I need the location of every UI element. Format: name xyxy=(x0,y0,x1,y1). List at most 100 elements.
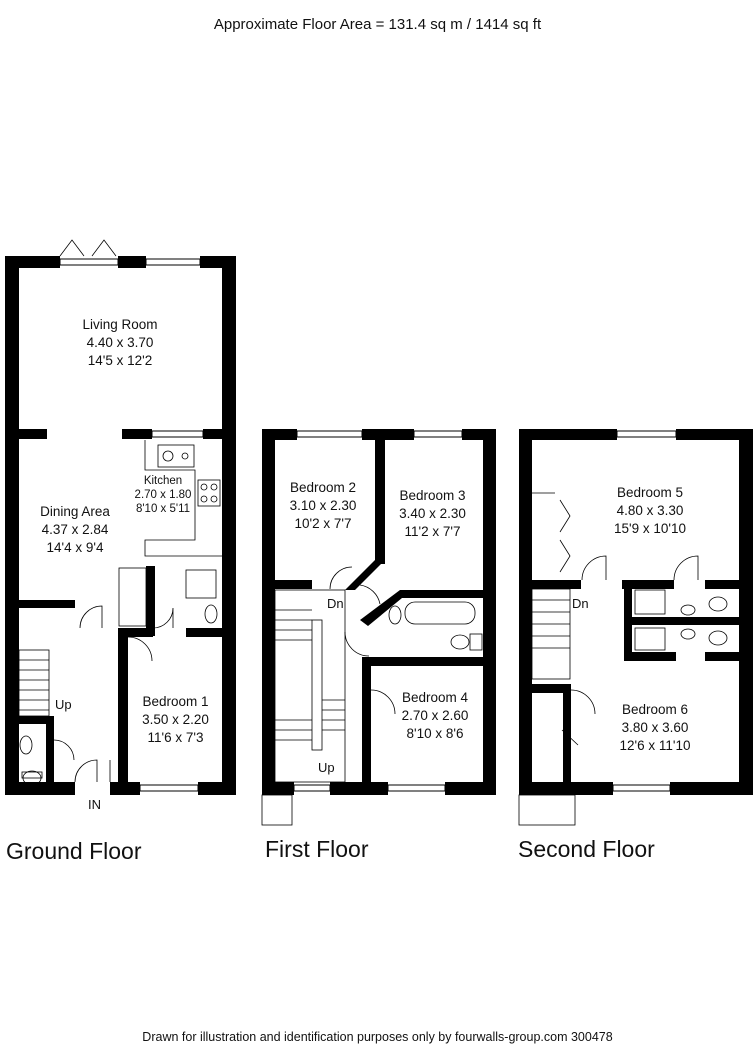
door-shower xyxy=(152,607,174,629)
second-stairs-down-label: Dn xyxy=(572,596,589,611)
window-bedroom4 xyxy=(387,784,446,792)
second-wall-bed6-left xyxy=(563,684,571,795)
first-wall-bottom-b xyxy=(330,782,388,795)
entrance-label: IN xyxy=(88,797,101,812)
second-porch-outline xyxy=(518,794,576,826)
first-floor-title: First Floor xyxy=(265,836,369,862)
second-wall-left xyxy=(519,429,532,795)
second-wall-ensuite-bottom-b xyxy=(705,652,753,661)
first-wall-top-b xyxy=(362,429,414,440)
room-living-name: Living Room xyxy=(82,317,158,332)
room-bedroom4: Bedroom 4 2.70 x 2.60 8'10 x 8'6 xyxy=(385,689,485,743)
ground-wall-top-right xyxy=(200,256,236,268)
room-bedroom2: Bedroom 2 3.10 x 2.30 10'2 x 7'7 xyxy=(274,479,372,533)
ground-wall-top-left xyxy=(5,256,60,268)
door-bedroom3 xyxy=(359,584,381,605)
second-wall-mid-a xyxy=(519,580,581,589)
room-living-imperial: 14'5 x 12'2 xyxy=(87,353,153,368)
windows xyxy=(59,258,677,792)
second-wall-ensuite-mid xyxy=(624,617,753,625)
french-door-left xyxy=(59,239,85,257)
room-bedroom2-metric: 3.10 x 2.30 xyxy=(289,498,357,513)
first-wall-bed4-left xyxy=(362,666,371,795)
window-bedroom3 xyxy=(413,430,463,438)
window-bedroom5 xyxy=(616,430,677,438)
room-bedroom6-imperial: 12'6 x 11'10 xyxy=(619,738,691,753)
ensuite-shower-a xyxy=(634,589,666,615)
room-dining-name: Dining Area xyxy=(40,504,110,519)
ground-wall-left xyxy=(5,256,19,795)
shower-basin xyxy=(204,604,218,624)
second-wall-top-a xyxy=(519,429,617,440)
second-wall-mid-c xyxy=(705,580,753,589)
ensuite-basin-a xyxy=(680,604,696,616)
ground-wall-living-left xyxy=(5,429,47,439)
door-ensuite xyxy=(673,555,699,581)
ensuite-basin-b xyxy=(680,628,696,640)
door-dining xyxy=(79,605,103,629)
ground-wall-right xyxy=(222,256,236,795)
second-wall-right xyxy=(739,429,753,795)
door-bath xyxy=(344,631,370,657)
first-stair-rail xyxy=(311,619,323,751)
room-bedroom2-name: Bedroom 2 xyxy=(289,480,357,495)
ground-wall-bottom-left xyxy=(5,782,75,795)
cupboard-door-second xyxy=(561,729,579,746)
door-bedroom1 xyxy=(127,636,153,662)
first-wall-bottom-c xyxy=(445,782,496,795)
room-bedroom4-metric: 2.70 x 2.60 xyxy=(401,708,469,723)
window-landing-first xyxy=(293,784,331,792)
door-bedroom6 xyxy=(570,689,596,715)
ground-wall-bottom-right xyxy=(198,782,236,795)
window-bedroom1 xyxy=(139,784,199,792)
ground-wall-bedroom1-top-b xyxy=(186,628,236,637)
first-basin xyxy=(388,605,402,625)
room-kitchen-metric: 2.70 x 1.80 xyxy=(134,489,192,501)
room-kitchen-imperial: 8'10 x 5'11 xyxy=(135,503,191,515)
room-bedroom5-metric: 4.80 x 3.30 xyxy=(616,503,684,518)
ensuite-shower-b xyxy=(634,627,666,651)
ground-stairs-up-label: Up xyxy=(55,697,72,712)
ground-wall-shower xyxy=(146,566,155,636)
first-stairs-down-label: Dn xyxy=(327,596,344,611)
walls xyxy=(5,256,753,795)
room-kitchen: Kitchen 2.70 x 1.80 8'10 x 5'11 xyxy=(127,474,199,516)
first-porch-outline xyxy=(261,794,293,826)
disclaimer-footer: Drawn for illustration and identificatio… xyxy=(142,1030,613,1044)
room-living-metric: 4.40 x 3.70 xyxy=(86,335,154,350)
wc-basin xyxy=(19,735,33,755)
ground-cupboard xyxy=(118,567,147,627)
door-wc xyxy=(53,739,75,761)
ground-wall-wc-top xyxy=(5,716,50,724)
kitchen-hob xyxy=(197,479,221,507)
first-wall-diagonal xyxy=(345,560,385,590)
window-living-left xyxy=(59,258,119,266)
second-stair-treads xyxy=(532,599,570,649)
room-bedroom1-metric: 3.50 x 2.20 xyxy=(142,712,209,727)
sink-bowl-right xyxy=(181,452,189,460)
first-wall-top-c xyxy=(462,429,496,440)
door-bedroom5 xyxy=(581,555,607,581)
room-bedroom6: Bedroom 6 3.80 x 3.60 12'6 x 11'10 xyxy=(595,701,715,755)
room-bedroom4-name: Bedroom 4 xyxy=(401,690,469,705)
room-bedroom1-imperial: 11'6 x 7'3 xyxy=(147,730,204,745)
room-dining: Dining Area 4.37 x 2.84 14'4 x 9'4 xyxy=(15,503,135,557)
second-floor-title: Second Floor xyxy=(518,836,655,862)
shower-tray xyxy=(185,569,217,599)
second-stairwell xyxy=(531,588,571,680)
ensuite-toilet-b xyxy=(708,630,728,646)
room-bedroom5-name: Bedroom 5 xyxy=(616,485,684,500)
second-wall-bottom-b xyxy=(670,782,753,795)
room-bedroom5-imperial: 15'9 x 10'10 xyxy=(614,521,686,536)
first-wall-bed-divider xyxy=(375,429,385,564)
first-toilet xyxy=(450,634,470,650)
first-stairwell xyxy=(274,589,346,783)
ground-wall-bedroom1-left xyxy=(118,628,128,795)
ground-wall-storage xyxy=(5,600,75,608)
first-stairs-up-label: Up xyxy=(318,760,335,775)
kitchen-sink xyxy=(157,444,195,468)
ground-wall-living-right-b xyxy=(203,429,236,439)
french-door-right xyxy=(91,239,117,257)
bedroom5-wardrobe xyxy=(532,492,571,573)
second-wall-mid-b xyxy=(622,580,674,589)
